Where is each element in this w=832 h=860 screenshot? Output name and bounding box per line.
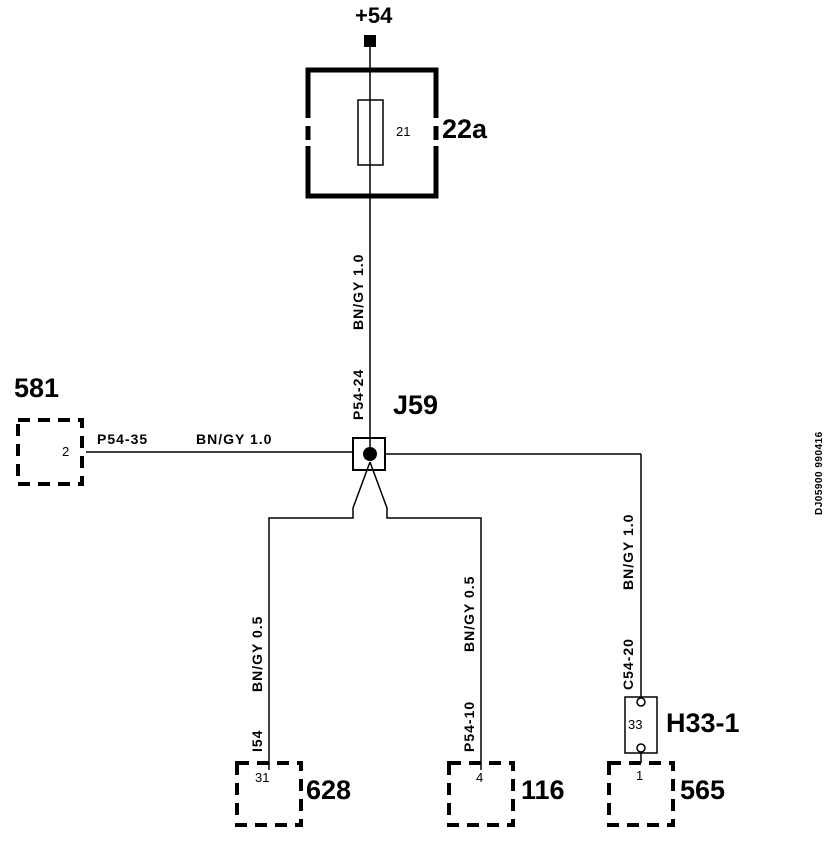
wire-to-628-spec: BN/GY 0.5 [249, 616, 265, 692]
h33-name: H33-1 [666, 708, 740, 738]
wire-to-h33-id: C54-20 [620, 638, 636, 690]
wire-to-h33-spec: BN/GY 1.0 [620, 514, 636, 590]
h33-bottom-terminal [636, 743, 646, 753]
wire-to-116 [369, 461, 482, 770]
connector-116-name: 116 [521, 775, 565, 805]
splice-name: J59 [393, 390, 438, 420]
connector-116-pin: 4 [476, 770, 483, 785]
splice-dot [363, 447, 377, 461]
wire-to-581-id: P54-35 [97, 431, 148, 447]
h33-pin: 33 [628, 717, 642, 732]
wire-to-581-spec: BN/GY 1.0 [196, 431, 272, 447]
supply-label: +54 [355, 3, 393, 28]
wire-main-spec: BN/GY 1.0 [350, 254, 366, 330]
connector-581-pin: 2 [62, 444, 69, 459]
connector-116 [447, 761, 515, 827]
wire-to-628 [268, 461, 371, 770]
connector-581 [16, 418, 84, 486]
wire-to-116-id: P54-10 [461, 701, 477, 752]
h33-top-terminal [636, 697, 646, 707]
connector-628-pin: 31 [255, 770, 269, 785]
wire-to-116-spec: BN/GY 0.5 [461, 576, 477, 652]
fuse-name: 22a [442, 114, 488, 144]
connector-565 [607, 761, 675, 827]
connector-628-name: 628 [306, 775, 351, 805]
supply-terminal [364, 35, 376, 47]
drawing-reference: DJ05900 990416 [814, 431, 825, 515]
connector-581-name: 581 [14, 373, 59, 403]
connector-565-pin: 1 [636, 768, 643, 783]
fuse-number: 21 [396, 124, 410, 139]
fuse-box [300, 67, 444, 199]
wire-to-628-id: I54 [249, 730, 265, 752]
connector-565-name: 565 [680, 775, 725, 805]
wire-main-id: P54-24 [350, 369, 366, 420]
connector-628 [235, 761, 303, 827]
